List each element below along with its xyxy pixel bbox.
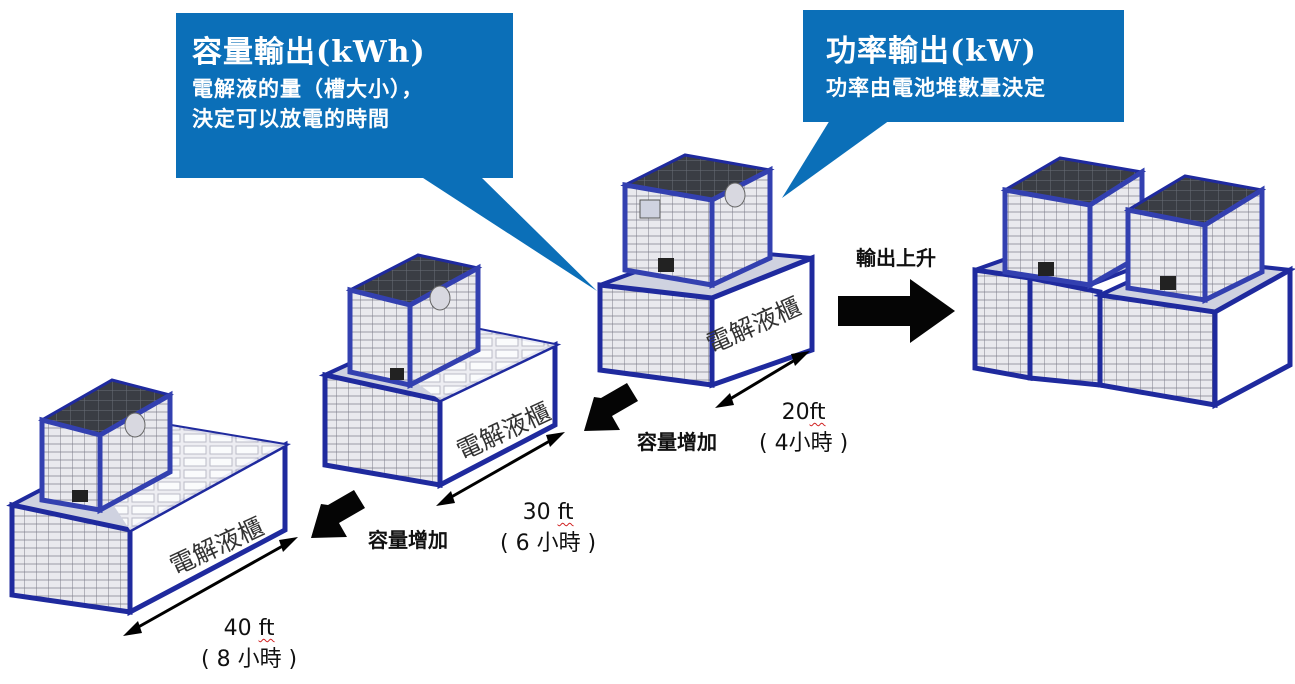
output-increase-arrow xyxy=(838,279,955,343)
callout-capacity-shape xyxy=(176,13,597,291)
callout-power-shape xyxy=(782,10,1124,198)
callout-capacity-line2: 決定可以放電的時間 xyxy=(192,105,390,131)
size-label-40ft: 40 ft ( 8 小時 ) xyxy=(201,614,297,676)
size-40-num: 40 xyxy=(223,616,259,641)
unit-double-right xyxy=(972,156,1295,410)
callout-capacity: 容量輸出(kWh) 電解液的量（槽大小）， 決定可以放電的時間 xyxy=(192,35,426,131)
callout-power-title: 功率輸出(kW) xyxy=(826,34,1037,69)
size-20-num: 20 xyxy=(781,400,810,425)
callout-power: 功率輸出(kW) 功率由電池堆數量決定 xyxy=(826,34,1046,100)
dimension-arrow-40ft xyxy=(123,537,298,636)
size-30-unit: ft xyxy=(557,500,574,525)
capacity-arrow-1 xyxy=(584,383,638,431)
callout-power-line1: 功率由電池堆數量決定 xyxy=(826,74,1046,100)
size-20-unit: ft xyxy=(809,400,826,425)
size-label-20ft: 20ft ( 4小時 ) xyxy=(759,398,848,460)
size-40-unit: ft xyxy=(258,616,275,641)
size-20-hours: ( 4小時 ) xyxy=(759,430,849,456)
callout-capacity-line1: 電解液的量（槽大小）， xyxy=(192,75,424,101)
capacity-increase-label-2: 容量增加 xyxy=(368,528,448,552)
output-increase-label: 輸出上升 xyxy=(856,246,936,270)
unit-30ft xyxy=(318,253,562,490)
capacity-arrow-2 xyxy=(311,490,365,538)
size-40-hours: ( 8 小時 ) xyxy=(201,646,298,672)
size-30-num: 30 xyxy=(522,500,558,525)
callout-capacity-title: 容量輸出(kWh) xyxy=(192,35,426,70)
dimension-arrow-20ft xyxy=(715,351,810,408)
unit-20ft xyxy=(597,153,815,389)
dimension-arrow-30ft xyxy=(436,432,565,506)
unit-40ft xyxy=(6,378,292,617)
size-label-30ft: 30 ft ( 6 小時 ) xyxy=(500,498,596,560)
size-30-hours: ( 6 小時 ) xyxy=(500,530,597,556)
capacity-increase-label-1: 容量增加 xyxy=(637,430,717,454)
